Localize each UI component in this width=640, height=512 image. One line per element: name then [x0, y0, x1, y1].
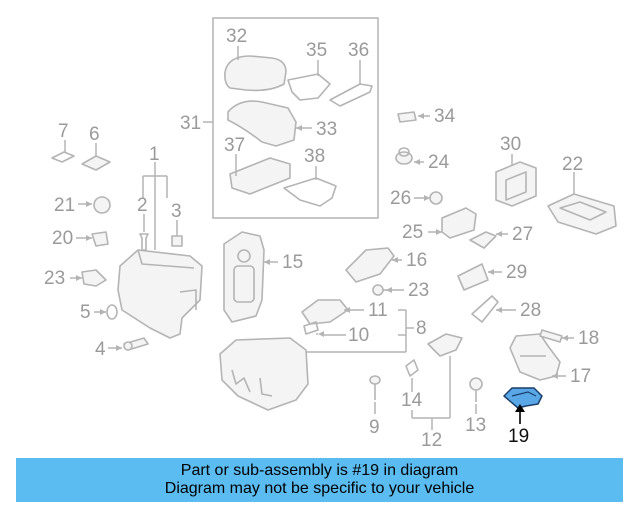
- lower-console[interactable]: [219, 337, 309, 411]
- label-23-left: 23: [44, 268, 65, 289]
- part-19-highlighted[interactable]: [503, 387, 543, 424]
- part-20-clip[interactable]: [76, 231, 109, 247]
- part-9-bolt[interactable]: [369, 375, 381, 414]
- banner-line-1: Part or sub-assembly is #19 in diagram: [180, 462, 459, 479]
- part-16-handle[interactable]: [345, 247, 402, 283]
- label-11: 11: [368, 300, 388, 321]
- label-38: 38: [304, 146, 325, 167]
- part-6-pad[interactable]: [81, 143, 111, 171]
- label-20: 20: [52, 228, 73, 249]
- part-10-insert[interactable]: [303, 321, 346, 336]
- part-23-bolt-mid[interactable]: [372, 284, 404, 296]
- part-8-leaders: [290, 309, 414, 353]
- label-26: 26: [390, 188, 411, 209]
- label-33: 33: [316, 119, 337, 140]
- part-15-bezel[interactable]: [223, 231, 278, 323]
- part-32-armrest-lid[interactable]: [224, 46, 287, 92]
- label-8: 8: [416, 318, 427, 339]
- label-34: 34: [434, 106, 456, 127]
- label-15: 15: [282, 252, 303, 273]
- part-36-latch[interactable]: [329, 60, 373, 107]
- part-1-leaders: [142, 162, 168, 250]
- part-34-screw[interactable]: [397, 111, 430, 123]
- part-labels: 32 35 36 31 33 37 38 7 6 1 21 2 3 20 23 …: [44, 26, 599, 451]
- part-13-screw[interactable]: [469, 377, 483, 414]
- label-1: 1: [149, 144, 160, 165]
- label-4: 4: [95, 339, 106, 360]
- part-4-screw[interactable]: [108, 337, 149, 351]
- label-13: 13: [465, 415, 486, 436]
- part-22-tray[interactable]: [547, 172, 617, 235]
- leader-arrowheads: [76, 113, 568, 379]
- label-16: 16: [406, 250, 427, 271]
- banner-line-2: Diagram may not be specific to your vehi…: [164, 480, 475, 497]
- part-21-knob[interactable]: [78, 196, 111, 214]
- part-17-bracket[interactable]: [509, 333, 566, 381]
- label-37: 37: [224, 135, 245, 156]
- part-11-pad[interactable]: [301, 299, 364, 325]
- part-2-screw[interactable]: [139, 214, 149, 251]
- part-28-cover[interactable]: [471, 295, 516, 323]
- part-30-panel[interactable]: [495, 154, 537, 207]
- part-38-mat[interactable]: [283, 166, 337, 207]
- label-10: 10: [348, 325, 369, 346]
- label-5: 5: [80, 302, 91, 323]
- label-7: 7: [58, 121, 69, 142]
- label-29: 29: [506, 262, 527, 283]
- subassembly-frame: [212, 17, 379, 219]
- part-7-pad[interactable]: [51, 140, 75, 163]
- label-35: 35: [306, 40, 327, 61]
- label-19-highlighted: 19: [508, 426, 529, 447]
- part-35-bracket[interactable]: [287, 60, 331, 101]
- console-base[interactable]: [117, 249, 203, 339]
- label-22: 22: [562, 154, 583, 175]
- label-14: 14: [401, 390, 423, 411]
- label-36: 36: [348, 40, 369, 61]
- part-27-switch[interactable]: [469, 231, 508, 249]
- part-3-clip[interactable]: [171, 220, 183, 247]
- part-29-plate[interactable]: [457, 263, 502, 291]
- label-3: 3: [171, 201, 182, 222]
- part-18-screw[interactable]: [539, 329, 574, 343]
- info-banner: Part or sub-assembly is #19 in diagram D…: [16, 458, 623, 502]
- part-37-tray[interactable]: [229, 154, 291, 195]
- label-9: 9: [369, 417, 380, 438]
- label-21: 21: [54, 195, 75, 216]
- label-31: 31: [180, 113, 201, 134]
- label-23-mid: 23: [408, 280, 429, 301]
- label-2: 2: [137, 195, 148, 216]
- part-25-socket[interactable]: [428, 207, 477, 239]
- label-17: 17: [570, 366, 591, 387]
- label-18: 18: [578, 328, 599, 349]
- label-32: 32: [226, 26, 247, 47]
- part-23-bolt-left[interactable]: [70, 269, 107, 287]
- label-24: 24: [428, 152, 450, 173]
- parts-diagram: 32 35 36 31 33 37 38 7 6 1 21 2 3 20 23 …: [44, 17, 617, 451]
- label-28: 28: [520, 300, 541, 321]
- label-25: 25: [402, 222, 423, 243]
- label-30: 30: [500, 134, 521, 155]
- part-14-clip[interactable]: [405, 359, 419, 392]
- part-24-cap[interactable]: [395, 147, 424, 165]
- label-6: 6: [89, 124, 100, 145]
- label-27: 27: [512, 224, 533, 245]
- part-12-duct[interactable]: [411, 333, 463, 430]
- label-12: 12: [421, 430, 442, 451]
